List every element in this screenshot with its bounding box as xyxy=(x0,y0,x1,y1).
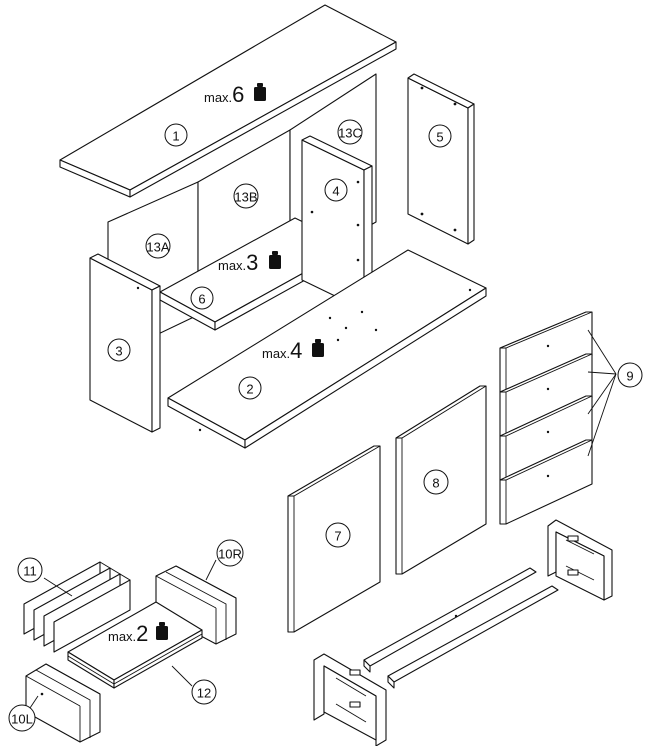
label-10r: 10R xyxy=(216,539,244,567)
drawer-front-group xyxy=(499,311,617,525)
svg-text:max.4: max.4 xyxy=(262,338,302,363)
label-3: 3 xyxy=(107,338,131,362)
svg-text:max.3: max.3 xyxy=(218,250,258,275)
side-panel-right xyxy=(407,73,475,245)
svg-text:10R: 10R xyxy=(218,547,242,562)
label-5: 5 xyxy=(428,124,452,148)
label-12: 12 xyxy=(191,679,217,705)
label-13b: 13B xyxy=(233,183,259,209)
top-panel xyxy=(59,4,397,198)
svg-text:13A: 13A xyxy=(146,240,169,255)
rail-bar-upper xyxy=(363,567,537,673)
label-13a: 13A xyxy=(145,233,171,259)
svg-text:8: 8 xyxy=(432,476,439,491)
drawer-front xyxy=(499,439,593,525)
label-11: 11 xyxy=(17,557,43,583)
max-load-stack: max.2 xyxy=(108,621,168,646)
svg-text:7: 7 xyxy=(334,529,341,544)
svg-text:12: 12 xyxy=(197,686,211,701)
label-9: 9 xyxy=(617,362,643,388)
label-10l: 10L xyxy=(8,704,36,732)
svg-text:9: 9 xyxy=(626,369,633,384)
rail-bar-lower xyxy=(387,585,559,689)
svg-text:6: 6 xyxy=(198,292,205,307)
svg-text:13C: 13C xyxy=(338,126,362,141)
svg-text:10L: 10L xyxy=(11,712,33,727)
leg-frame-right xyxy=(547,519,613,601)
max-load-shelf: max.3 xyxy=(218,250,281,275)
label-13c: 13C xyxy=(337,119,363,145)
svg-text:max.6: max.6 xyxy=(204,82,244,107)
svg-text:max.2: max.2 xyxy=(108,621,148,646)
label-2: 2 xyxy=(238,376,262,400)
label-1: 1 xyxy=(164,123,188,147)
svg-text:13B: 13B xyxy=(234,190,257,205)
label-6: 6 xyxy=(190,286,214,310)
svg-text:4: 4 xyxy=(332,184,339,199)
label-4: 4 xyxy=(324,178,348,202)
label-8: 8 xyxy=(423,469,449,495)
svg-text:3: 3 xyxy=(115,344,122,359)
svg-text:1: 1 xyxy=(172,129,179,144)
svg-text:2: 2 xyxy=(246,382,253,397)
label-7: 7 xyxy=(325,522,351,548)
max-load-top: max.6 xyxy=(204,82,266,107)
drawer-sides-group-11 xyxy=(23,561,131,653)
drawer-bottom-stack xyxy=(67,601,203,689)
drawer-sides-group-10l xyxy=(25,663,101,743)
leg-frame-left xyxy=(313,653,387,746)
svg-text:11: 11 xyxy=(23,564,37,579)
svg-text:5: 5 xyxy=(436,130,443,145)
max-load-bottom: max.4 xyxy=(262,338,324,363)
